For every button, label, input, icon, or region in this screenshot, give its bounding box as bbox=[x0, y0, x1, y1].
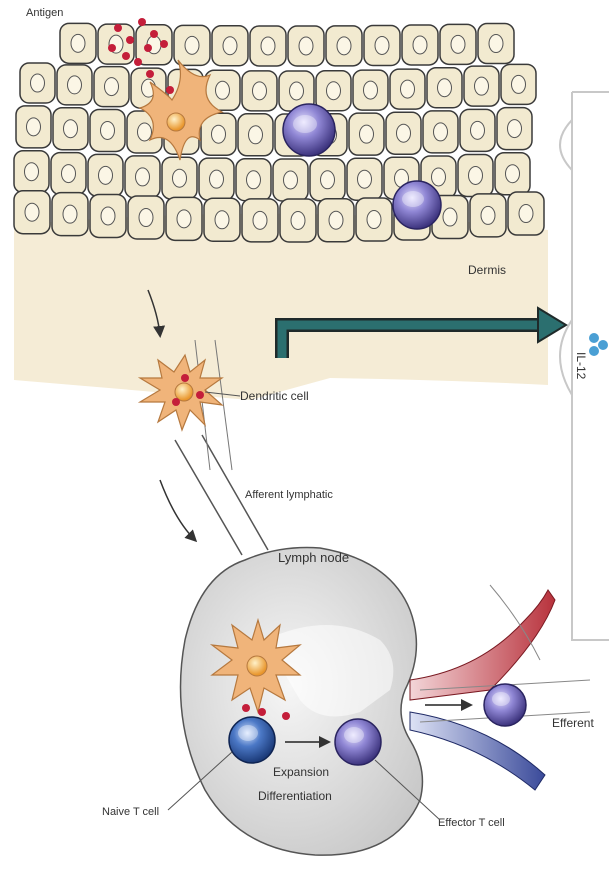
keratinocyte-nucleus bbox=[27, 118, 41, 136]
keratinocyte-nucleus bbox=[71, 34, 85, 52]
label-il12: IL-12 bbox=[574, 352, 588, 380]
keratinocyte-layer bbox=[14, 23, 544, 242]
keratinocyte-nucleus bbox=[284, 171, 298, 189]
keratinocyte-nucleus bbox=[512, 75, 526, 93]
keratinocyte-nucleus bbox=[215, 211, 229, 229]
antigen-dot bbox=[108, 44, 116, 52]
antigen-dot bbox=[150, 30, 158, 38]
keratinocyte-nucleus bbox=[481, 206, 495, 224]
keratinocyte-nucleus bbox=[397, 124, 411, 142]
keratinocyte-nucleus bbox=[337, 37, 351, 55]
label-lymph-node: Lymph node bbox=[278, 550, 349, 565]
keratinocyte-nucleus bbox=[216, 81, 230, 99]
label-dermis: Dermis bbox=[468, 263, 506, 277]
keratinocyte-nucleus bbox=[321, 171, 335, 189]
antigen-dot bbox=[258, 708, 266, 716]
keratinocyte-nucleus bbox=[63, 205, 77, 223]
t-cell-epidermis-1 bbox=[283, 104, 335, 156]
keratinocyte-nucleus bbox=[358, 170, 372, 188]
keratinocyte-nucleus bbox=[413, 36, 427, 54]
keratinocyte-nucleus bbox=[329, 211, 343, 229]
label-expansion: Expansion bbox=[273, 765, 329, 779]
keratinocyte-nucleus bbox=[25, 203, 39, 221]
keratinocyte-nucleus bbox=[438, 79, 452, 97]
label-effector-t-cell: Effector T cell bbox=[438, 817, 505, 829]
migration-arrow-2 bbox=[160, 480, 195, 540]
keratinocyte-nucleus bbox=[101, 207, 115, 225]
keratinocyte-nucleus bbox=[469, 166, 483, 184]
keratinocyte-nucleus bbox=[247, 171, 261, 189]
keratinocyte-nucleus bbox=[401, 80, 415, 98]
keratinocyte-nucleus bbox=[364, 81, 378, 99]
keratinocyte-nucleus bbox=[471, 121, 485, 139]
antigen-dot bbox=[144, 44, 152, 52]
keratinocyte-nucleus bbox=[434, 123, 448, 141]
keratinocyte-nucleus bbox=[25, 163, 39, 181]
antigen-dot bbox=[122, 52, 130, 60]
keratinocyte-nucleus bbox=[506, 165, 520, 183]
keratinocyte-nucleus bbox=[360, 125, 374, 143]
keratinocyte-nucleus bbox=[519, 205, 533, 223]
keratinocyte-nucleus bbox=[261, 37, 275, 55]
keratinocyte-nucleus bbox=[212, 125, 226, 143]
keratinocyte-nucleus bbox=[136, 168, 150, 186]
keratinocyte-nucleus bbox=[62, 165, 76, 183]
antigen-dot bbox=[138, 18, 146, 26]
keratinocyte-nucleus bbox=[139, 209, 153, 227]
keratinocyte-nucleus bbox=[290, 82, 304, 100]
keratinocyte-nucleus bbox=[177, 210, 191, 228]
keratinocyte-nucleus bbox=[443, 208, 457, 226]
antigen-dot bbox=[282, 712, 290, 720]
keratinocyte-nucleus bbox=[508, 120, 522, 138]
keratinocyte-nucleus bbox=[375, 36, 389, 54]
keratinocyte-nucleus bbox=[99, 166, 113, 184]
keratinocyte-nucleus bbox=[327, 82, 341, 100]
label-differentiation: Differentiation bbox=[258, 789, 332, 803]
keratinocyte-nucleus bbox=[64, 120, 78, 138]
keratinocyte-nucleus bbox=[432, 168, 446, 186]
label-efferent: Efferent bbox=[552, 716, 594, 730]
antigen-dot bbox=[114, 24, 122, 32]
dermis-layer bbox=[14, 214, 548, 400]
keratinocyte-nucleus bbox=[173, 169, 187, 187]
keratinocyte-nucleus bbox=[223, 37, 237, 55]
keratinocyte-nucleus bbox=[367, 211, 381, 229]
label-naive-t-cell: Naive T cell bbox=[102, 806, 159, 818]
keratinocyte-nucleus bbox=[105, 78, 119, 96]
keratinocyte-nucleus bbox=[489, 35, 503, 53]
keratinocyte-nucleus bbox=[138, 123, 152, 141]
keratinocyte-nucleus bbox=[185, 36, 199, 54]
antigen-dot bbox=[126, 36, 134, 44]
antigen-dot bbox=[242, 704, 250, 712]
keratinocyte-nucleus bbox=[249, 126, 263, 144]
naive-t-cell bbox=[229, 717, 275, 763]
keratinocyte-nucleus bbox=[101, 121, 115, 139]
antigen-dot bbox=[146, 70, 154, 78]
antigen-dot bbox=[172, 398, 180, 406]
antigen-dot bbox=[134, 58, 142, 66]
keratinocyte-nucleus bbox=[475, 77, 489, 95]
keratinocyte-nucleus bbox=[253, 82, 267, 100]
antigen-dot bbox=[196, 391, 204, 399]
keratinocyte-nucleus bbox=[31, 74, 45, 92]
right-panel-bulge bbox=[560, 320, 572, 395]
keratinocyte-nucleus bbox=[299, 37, 313, 55]
antigen-dot bbox=[166, 86, 174, 94]
il12-cytokine-icon bbox=[589, 333, 608, 356]
keratinocyte-nucleus bbox=[291, 211, 305, 229]
label-antigen: Antigen bbox=[26, 7, 63, 19]
antigen-dot bbox=[181, 374, 189, 382]
effector-t-cell-efferent bbox=[484, 684, 526, 726]
keratinocyte-nucleus bbox=[451, 35, 465, 53]
label-dendritic-cell: Dendritic cell bbox=[240, 389, 309, 403]
t-cell-epidermis-2 bbox=[393, 181, 441, 229]
label-afferent-lymphatic: Afferent lymphatic bbox=[245, 489, 333, 501]
keratinocyte-nucleus bbox=[253, 211, 267, 229]
keratinocyte-nucleus bbox=[210, 170, 224, 188]
antigen-dot bbox=[160, 40, 168, 48]
effector-t-cell-node bbox=[335, 719, 381, 765]
keratinocyte-nucleus bbox=[68, 76, 82, 94]
